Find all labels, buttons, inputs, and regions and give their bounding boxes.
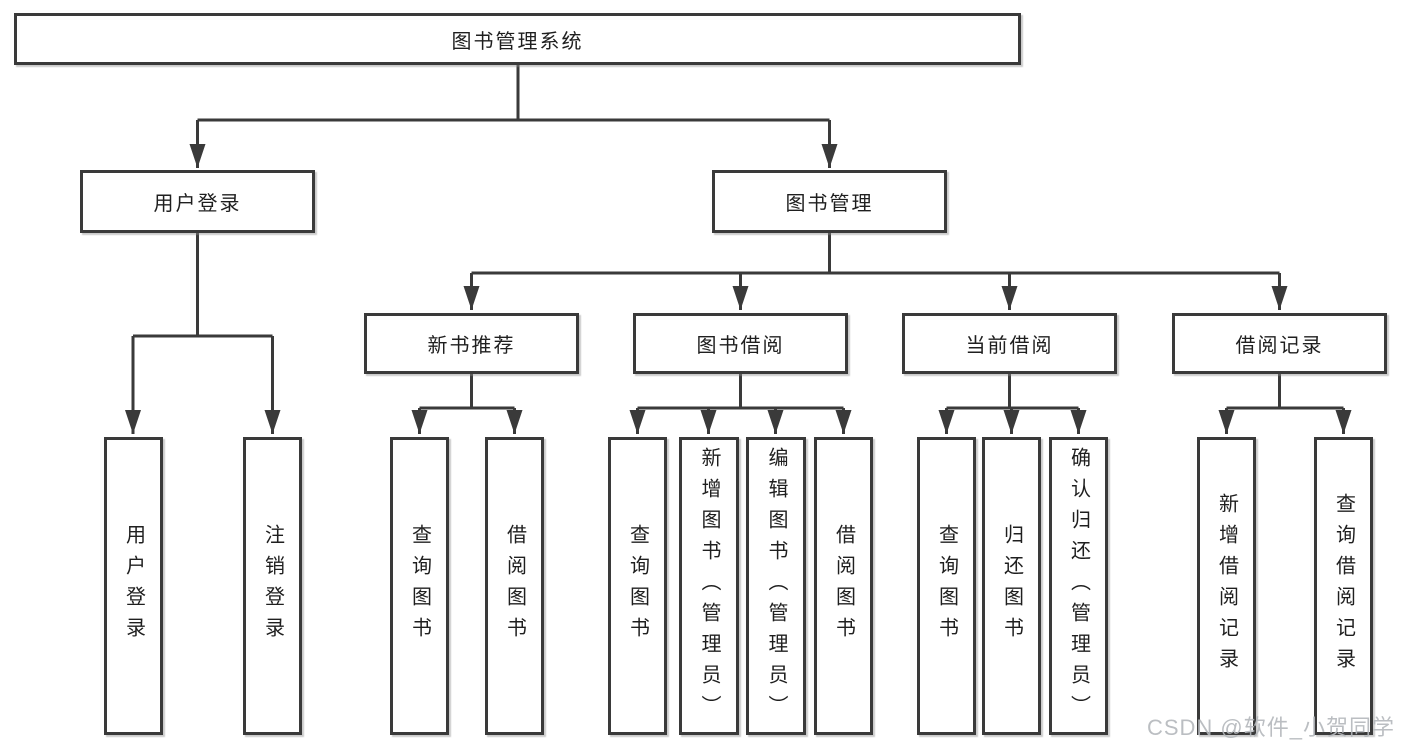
leaf-edit-book-admin: 编辑图书（管理员）	[746, 437, 806, 735]
csdn-watermark: CSDN @软件_小贺同学	[1146, 715, 1395, 740]
leaf-add-borrow-record: 新增借阅记录	[1197, 437, 1256, 735]
leaf-borrow-books: 借阅图书	[814, 437, 873, 735]
leaf-label: 查询图书	[626, 524, 649, 648]
leaf-label: 查询图书	[408, 524, 431, 648]
node-borrowing-records: 借阅记录	[1172, 313, 1387, 374]
leaf-label: 新增图书（管理员）	[698, 446, 720, 726]
node-book-management: 图书管理	[712, 170, 947, 233]
leaf-label: 新增借阅记录	[1215, 493, 1238, 679]
leaf-query-books-borrow: 查询图书	[608, 437, 667, 735]
leaf-label: 借阅图书	[832, 524, 855, 648]
node-user-login: 用户登录	[80, 170, 315, 233]
leaf-label: 查询借阅记录	[1332, 493, 1355, 679]
leaf-borrow-books-recommend: 借阅图书	[485, 437, 544, 735]
leaf-label: 借阅图书	[503, 524, 526, 648]
node-current-borrowing: 当前借阅	[902, 313, 1117, 374]
leaf-add-book-admin: 新增图书（管理员）	[679, 437, 739, 735]
leaf-query-books-current: 查询图书	[917, 437, 976, 735]
leaf-user-login: 用户登录	[104, 437, 163, 735]
leaf-query-books-recommend: 查询图书	[390, 437, 449, 735]
leaf-label: 查询图书	[935, 524, 958, 648]
leaf-return-books: 归还图书	[982, 437, 1041, 735]
node-book-borrowing: 图书借阅	[633, 313, 848, 374]
leaf-label: 用户登录	[122, 524, 145, 648]
leaf-label: 注销登录	[261, 524, 284, 648]
leaf-label: 归还图书	[1000, 524, 1023, 648]
leaf-confirm-return-admin: 确认归还（管理员）	[1049, 437, 1108, 735]
leaf-label: 确认归还（管理员）	[1067, 446, 1090, 726]
node-library-management-system: 图书管理系统	[14, 13, 1021, 65]
leaf-logout: 注销登录	[243, 437, 302, 735]
leaf-label: 编辑图书（管理员）	[765, 446, 787, 726]
leaf-query-borrow-record: 查询借阅记录	[1314, 437, 1373, 735]
node-new-book-recommendation: 新书推荐	[364, 313, 579, 374]
